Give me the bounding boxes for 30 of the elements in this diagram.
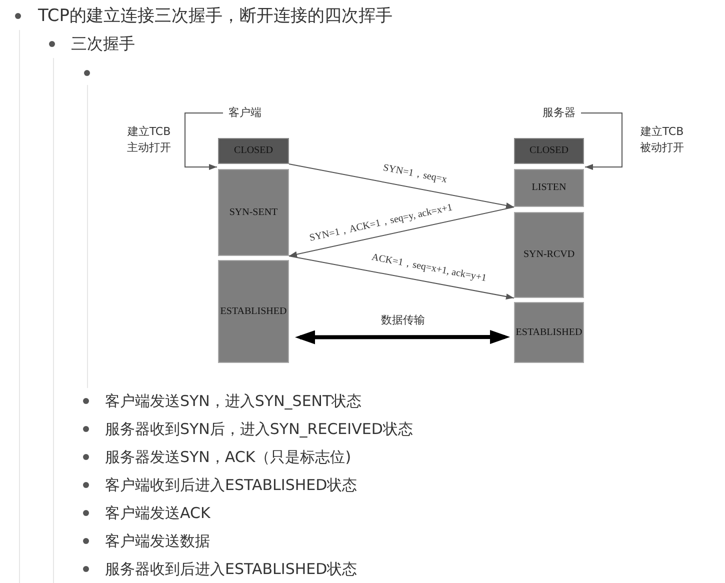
edge-label: 建立TCB 主动打开 [126, 124, 172, 156]
edge-label: SYN=1，seq=x [382, 161, 448, 186]
list-item: 客户端发送SYN，进入SYN_SENT状态 [105, 391, 362, 412]
edge-label: SYN=1，ACK=1，seq=y, ack=x+1 [308, 200, 454, 245]
state-box: SYN-SENT [218, 169, 289, 256]
participant-label: 服务器 [540, 105, 578, 121]
state-box: SYN-RCVD [514, 212, 584, 298]
state-box: CLOSED [218, 138, 289, 164]
double-arrow [295, 330, 510, 344]
message-arrow [288, 206, 514, 258]
state-box: LISTEN [514, 169, 584, 207]
list-item: 三次握手 [71, 33, 135, 55]
list-item: TCP的建立连接三次握手，断开连接的四次挥手 [38, 5, 393, 27]
bracket-arrow [580, 112, 622, 170]
edge-label: 数据传输 [380, 314, 424, 327]
edge-label: 建立TCB 被动打开 [639, 124, 685, 156]
message-arrow [288, 256, 514, 300]
list-item: 服务器收到SYN后，进入SYN_RECEIVED状态 [105, 419, 413, 440]
participant-label: 客户端 [226, 105, 264, 121]
edge-label: ACK=1，seq=x+1, ack=y+1 [370, 250, 488, 285]
list-item: 客户端发送ACK [105, 503, 210, 524]
state-box: ESTABLISHED [514, 302, 584, 363]
bracket-arrow [184, 112, 224, 170]
list-item: 客户端发送数据 [105, 531, 210, 552]
message-arrow [288, 164, 514, 208]
list-item: 客户端收到后进入ESTABLISHED状态 [105, 475, 358, 496]
list-item: 服务器发送SYN，ACK（只是标志位) [105, 447, 352, 468]
state-box: CLOSED [514, 138, 584, 164]
list-item: 服务器收到后进入ESTABLISHED状态 [105, 559, 358, 580]
state-box: ESTABLISHED [218, 260, 289, 363]
